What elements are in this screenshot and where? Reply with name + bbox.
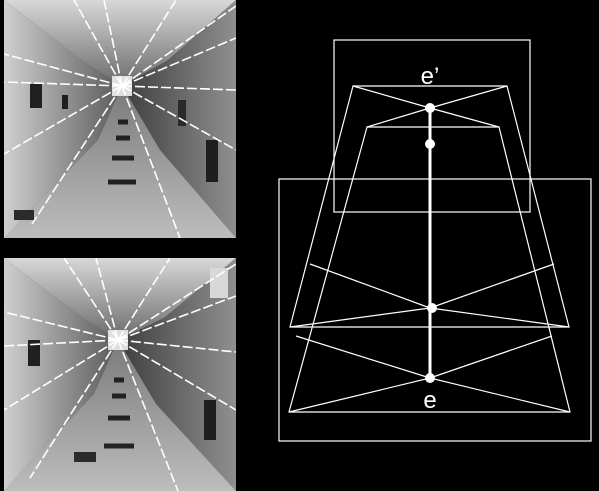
epipole-label: e (423, 387, 436, 414)
top-image-frame (333, 39, 531, 213)
top-epipolar-lines (4, 0, 236, 238)
intersection-point (427, 303, 437, 313)
epipole-points (425, 103, 437, 383)
bottom-photo (4, 258, 236, 491)
epipole-prime-image-point (425, 139, 435, 149)
epipole-point (425, 373, 435, 383)
bottom-image-frame (278, 178, 592, 442)
bottom-epipolar-lines (4, 258, 236, 491)
top-photo (4, 0, 236, 238)
rectification-diagram (278, 39, 592, 442)
epipole-prime-point (425, 103, 435, 113)
epipole-prime-label: e’ (421, 63, 440, 90)
